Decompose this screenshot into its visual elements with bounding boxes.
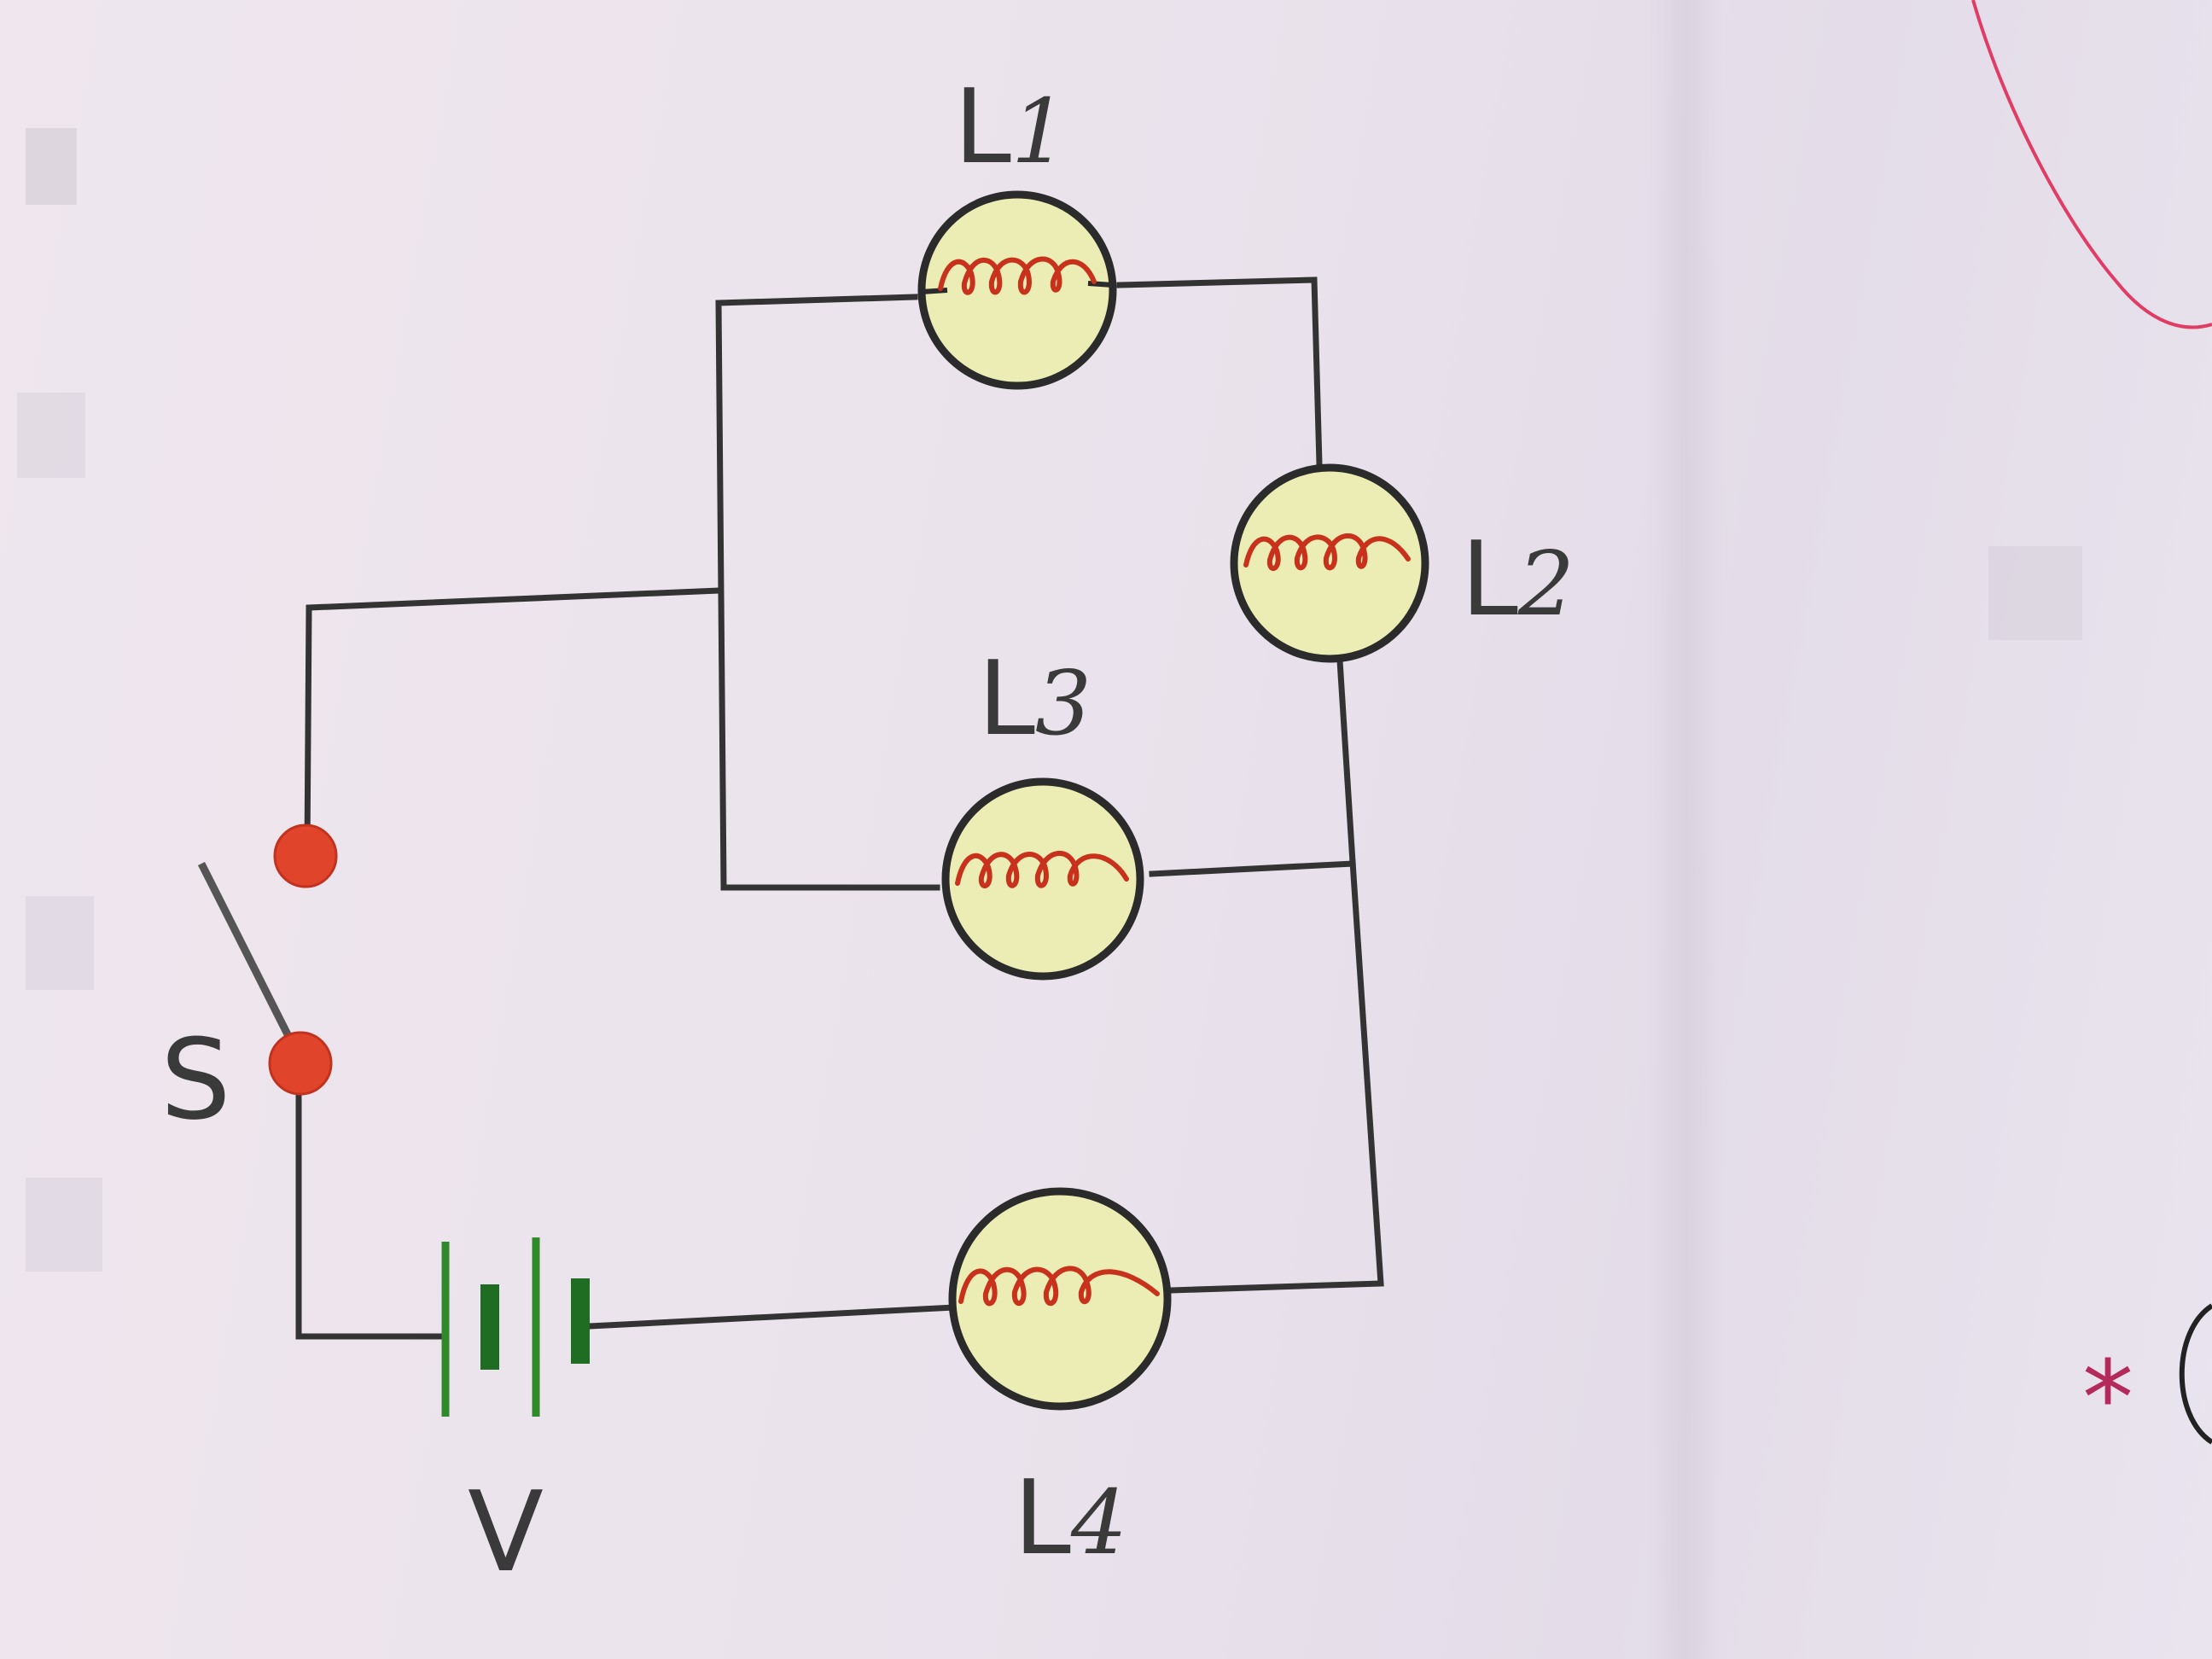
lamp-l4 [948, 1187, 1172, 1411]
lamp-l2-label: L2 [1461, 521, 1575, 639]
filament-icon [958, 1266, 1160, 1307]
switch-lever [197, 861, 299, 1051]
lamp-l1 [917, 190, 1117, 390]
show-through-text [17, 128, 2082, 1272]
margin-parenthesis [2179, 1303, 2212, 1445]
red-pen-mark [1971, 0, 2212, 329]
margin-asterisk: * [2082, 1340, 2133, 1458]
switch-terminal-bottom [268, 1031, 333, 1096]
switch [197, 824, 338, 1096]
lamp-l1-label: L1 [954, 68, 1068, 187]
lamp-l4-label: L4 [1014, 1459, 1127, 1578]
filament-icon [1243, 533, 1411, 572]
filament-icon [955, 851, 1129, 889]
wires [295, 276, 1384, 1340]
filament-icon [938, 256, 1097, 295]
page-spine-shadow [1647, 0, 1724, 1659]
switch-terminal-top [273, 824, 338, 888]
switch-label: S [160, 1015, 231, 1144]
lamp-l2 [1230, 463, 1429, 663]
lamp-l3 [941, 777, 1144, 981]
battery-label: V [468, 1467, 544, 1597]
battery [441, 1237, 590, 1417]
lamp-l3-label: L3 [978, 640, 1091, 759]
